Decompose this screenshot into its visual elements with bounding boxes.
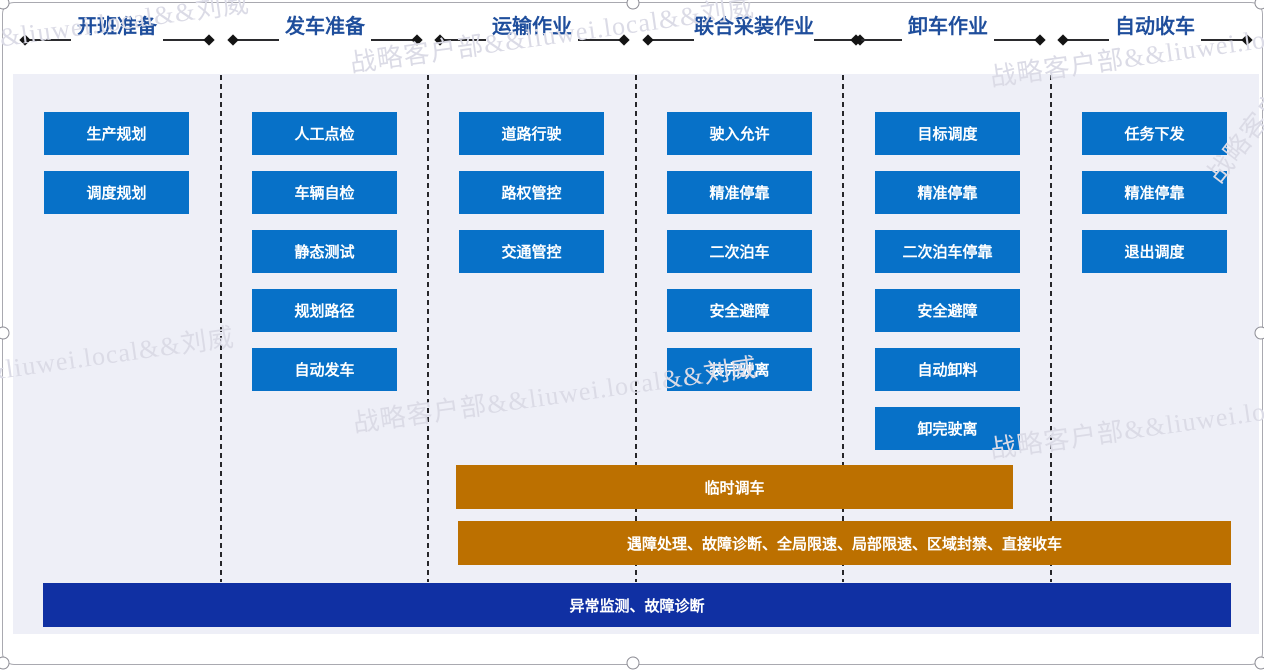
- phase-header-joint-loading: 联合采装作业: [642, 16, 866, 46]
- header-line: [860, 39, 902, 41]
- header-line: [29, 39, 71, 41]
- phase-separator: [1050, 75, 1052, 582]
- step-box[interactable]: 静态测试: [252, 230, 397, 273]
- diamond-icon: [1241, 34, 1253, 46]
- step-box[interactable]: 路权管控: [459, 171, 604, 214]
- header-line: [652, 39, 694, 41]
- phase-separator: [220, 75, 222, 582]
- diamond-icon: [618, 34, 630, 46]
- selection-handle[interactable]: [626, 656, 640, 670]
- step-box[interactable]: 精准停靠: [667, 171, 812, 214]
- header-line: [163, 39, 205, 41]
- step-box[interactable]: 卸完驶离: [875, 407, 1020, 450]
- phase-header-shift-prep: 开班准备: [19, 16, 215, 46]
- phase-title: 联合采装作业: [694, 16, 814, 38]
- bar-exception-actions[interactable]: 遇障处理、故障诊断、全局限速、局部限速、区域封禁、直接收车: [458, 521, 1231, 565]
- header-line: [444, 39, 486, 41]
- diamond-icon: [227, 34, 239, 46]
- phase-column-auto-return: 任务下发 精准停靠 退出调度: [1051, 112, 1258, 273]
- step-box[interactable]: 人工点检: [252, 112, 397, 155]
- step-box[interactable]: 生产规划: [44, 112, 189, 155]
- step-box[interactable]: 二次泊车停靠: [875, 230, 1020, 273]
- diamond-icon: [411, 34, 423, 46]
- step-box[interactable]: 自动发车: [252, 348, 397, 391]
- diamond-icon: [1057, 34, 1069, 46]
- phase-title: 开班准备: [77, 16, 157, 38]
- step-box[interactable]: 任务下发: [1082, 112, 1227, 155]
- step-box[interactable]: 退出调度: [1082, 230, 1227, 273]
- step-box[interactable]: 精准停靠: [1082, 171, 1227, 214]
- phase-header-departure-prep: 发车准备: [227, 16, 423, 46]
- selection-handle[interactable]: [1254, 326, 1264, 340]
- step-box[interactable]: 驶入允许: [667, 112, 812, 155]
- selection-handle[interactable]: [1254, 0, 1264, 10]
- phase-column-unloading: 目标调度 精准停靠 二次泊车停靠 安全避障 自动卸料 卸完驶离: [844, 112, 1051, 450]
- selection-handle[interactable]: [1254, 656, 1264, 670]
- header-line: [1201, 39, 1243, 41]
- header-line: [1067, 39, 1109, 41]
- step-box[interactable]: 安全避障: [667, 289, 812, 332]
- step-box[interactable]: 规划路径: [252, 289, 397, 332]
- phase-separator: [427, 75, 429, 582]
- diamond-icon: [434, 34, 446, 46]
- header-line: [994, 39, 1036, 41]
- step-box[interactable]: 目标调度: [875, 112, 1020, 155]
- diamond-icon: [642, 34, 654, 46]
- selection-handle[interactable]: [0, 326, 10, 340]
- header-line: [578, 39, 620, 41]
- header-line: [237, 39, 279, 41]
- phase-column-joint-loading: 驶入允许 精准停靠 二次泊车 安全避障 装完驶离: [636, 112, 843, 391]
- step-box[interactable]: 装完驶离: [667, 348, 812, 391]
- phase-title: 发车准备: [285, 16, 365, 38]
- diamond-icon: [19, 34, 31, 46]
- header-line: [371, 39, 413, 41]
- step-box[interactable]: 精准停靠: [875, 171, 1020, 214]
- phase-header-unloading: 卸车作业: [850, 16, 1046, 46]
- diamond-icon: [1034, 34, 1046, 46]
- phase-column-departure-prep: 人工点检 车辆自检 静态测试 规划路径 自动发车: [221, 112, 428, 391]
- selection-handle[interactable]: [0, 0, 10, 10]
- phase-column-transport: 道路行驶 路权管控 交通管控: [428, 112, 635, 273]
- diamond-icon: [850, 34, 862, 46]
- step-box[interactable]: 调度规划: [44, 171, 189, 214]
- step-box[interactable]: 二次泊车: [667, 230, 812, 273]
- selection-handle[interactable]: [0, 656, 10, 670]
- diamond-icon: [203, 34, 215, 46]
- bar-anomaly-monitoring[interactable]: 异常监测、故障诊断: [43, 583, 1231, 627]
- phase-title: 自动收车: [1115, 16, 1195, 38]
- step-box[interactable]: 自动卸料: [875, 348, 1020, 391]
- step-box[interactable]: 安全避障: [875, 289, 1020, 332]
- phase-column-shift-prep: 生产规划 调度规划: [13, 112, 220, 214]
- bar-temporary-dispatch[interactable]: 临时调车: [456, 465, 1013, 509]
- step-box[interactable]: 车辆自检: [252, 171, 397, 214]
- phase-header-auto-return: 自动收车: [1057, 16, 1253, 46]
- header-line: [814, 39, 856, 41]
- selection-handle[interactable]: [626, 0, 640, 10]
- phase-header-transport: 运输作业: [434, 16, 630, 46]
- step-box[interactable]: 道路行驶: [459, 112, 604, 155]
- phase-separator: [635, 75, 637, 582]
- phase-separator: [842, 75, 844, 582]
- phase-title: 运输作业: [492, 16, 572, 38]
- phase-title: 卸车作业: [908, 16, 988, 38]
- step-box[interactable]: 交通管控: [459, 230, 604, 273]
